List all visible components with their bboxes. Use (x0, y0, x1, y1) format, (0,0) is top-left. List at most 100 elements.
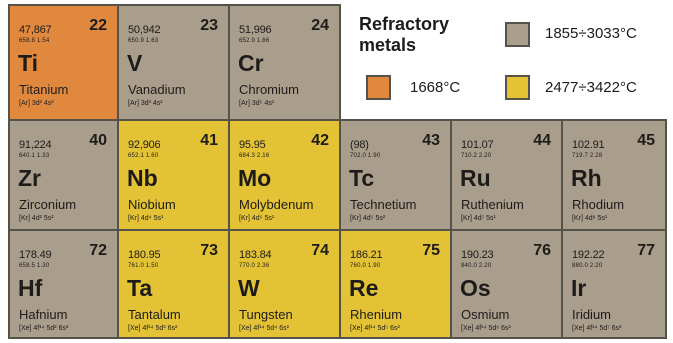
element-symbol: Ir (571, 275, 587, 301)
element-properties: 840.0 2.20 (461, 263, 492, 269)
element-properties: 770.0 2.36 (239, 263, 270, 269)
element-cell-ta: 180.95 73 761.0 1.50 Ta Tantalum [Xe] 4f… (117, 229, 230, 339)
atomic-mass: 91,224 (19, 139, 52, 151)
element-symbol: W (238, 275, 260, 301)
element-symbol: Ti (18, 50, 39, 76)
element-symbol: Cr (238, 50, 264, 76)
element-symbol: Mo (238, 165, 272, 191)
atomic-mass: 183.84 (239, 249, 272, 261)
element-cell-os: 190.23 76 840.0 2.20 Os Osmium [Xe] 4f¹⁴… (450, 229, 563, 339)
electron-configuration: [Xe] 4f¹⁴ 5d⁴ 6s² (239, 325, 289, 332)
element-symbol: V (127, 50, 143, 76)
element-name: Zirconium (19, 197, 77, 212)
atomic-number: 40 (89, 132, 107, 149)
element-symbol: Tc (349, 165, 375, 191)
element-cell-tc: (98) 43 702.0 1.90 Tc Technetium [Kr] 4d… (339, 119, 452, 231)
element-name: Hafnium (19, 307, 68, 322)
element-cell-re: 186.21 75 760.0 1.90 Re Rhenium [Xe] 4f¹… (339, 229, 452, 339)
element-symbol: Ta (127, 275, 153, 301)
atomic-number: 22 (89, 17, 107, 34)
atomic-number: 43 (422, 132, 440, 149)
atomic-mass: 92,906 (128, 139, 161, 151)
element-cell-cr: 51,996 24 652.9 1.66 Cr Chromium [Ar] 3d… (228, 4, 341, 121)
legend-range-gray: 1855÷3033°C (545, 25, 637, 42)
element-symbol: Os (460, 275, 491, 301)
atomic-number: 42 (311, 132, 329, 149)
electron-configuration: [Kr] 4d⁵ 5s¹ (239, 215, 275, 222)
atomic-mass: 190.23 (461, 249, 494, 261)
electron-configuration: [Kr] 4d⁴ 5s¹ (128, 215, 164, 222)
element-cell-mo: 95.95 42 684.3 2.16 Mo Molybdenum [Kr] 4… (228, 119, 341, 231)
element-properties: 684.3 2.16 (239, 153, 270, 159)
atomic-number: 74 (311, 242, 329, 259)
element-properties: 652.9 1.66 (239, 38, 270, 44)
electron-configuration: [Ar] 3d⁵ 4s¹ (239, 100, 275, 107)
electron-configuration: [Kr] 4d⁷ 5s¹ (461, 215, 496, 222)
legend-swatch-orange (366, 75, 391, 100)
atomic-mass: 178.49 (19, 249, 52, 261)
element-cell-nb: 92,906 41 652.1 1.60 Nb Niobium [Kr] 4d⁴… (117, 119, 230, 231)
element-cell-w: 183.84 74 770.0 2.36 W Tungsten [Xe] 4f¹… (228, 229, 341, 339)
element-properties: 650.9 1.63 (128, 38, 159, 44)
element-cell-ru: 101.07 44 710.2 2.20 Ru Ruthenium [Kr] 4… (450, 119, 563, 231)
element-properties: 710.2 2.20 (461, 153, 492, 159)
legend-range-orange: 1668°C (410, 79, 461, 96)
element-properties: 760.0 1.90 (350, 263, 381, 269)
element-name: Titanium (19, 82, 69, 97)
electron-configuration: [Ar] 3d³ 4s² (128, 100, 163, 107)
element-properties: 652.1 1.60 (128, 153, 159, 159)
legend-title: Refractory metals (359, 14, 489, 56)
atomic-number: 41 (200, 132, 218, 149)
legend-swatch-gray (505, 22, 530, 47)
element-name: Rhenium (350, 307, 403, 322)
electron-configuration: [Xe] 4f¹⁴ 5d⁵ 6s² (350, 325, 400, 332)
electron-configuration: [Xe] 4f¹⁴ 5d³ 6s² (128, 325, 178, 332)
atomic-mass: 51,996 (239, 24, 272, 36)
atomic-mass: 50,942 (128, 24, 161, 36)
atomic-mass: 180.95 (128, 249, 161, 261)
element-name: Osmium (461, 307, 510, 322)
element-cell-v: 50,942 23 650.9 1.63 V Vanadium [Ar] 3d³… (117, 4, 230, 121)
element-symbol: Ru (460, 165, 491, 191)
atomic-mass: (98) (350, 139, 369, 151)
element-name: Molybdenum (239, 197, 314, 212)
atomic-number: 75 (422, 242, 440, 259)
element-symbol: Re (349, 275, 379, 301)
legend-title-line: Refractory (359, 14, 450, 34)
atomic-mass: 192.22 (572, 249, 605, 261)
element-properties: 702.0 1.90 (350, 153, 381, 159)
element-symbol: Rh (571, 165, 602, 191)
element-name: Tantalum (128, 307, 181, 322)
electron-configuration: [Kr] 4d⁸ 5s¹ (572, 215, 608, 222)
element-name: Niobium (128, 197, 176, 212)
element-symbol: Nb (127, 165, 158, 191)
element-cell-rh: 102.91 45 719.7 2.28 Rh Rhodium [Kr] 4d⁸… (561, 119, 667, 231)
electron-configuration: [Xe] 4f¹⁴ 5d⁶ 6s² (461, 325, 511, 332)
element-properties: 658.5 1.30 (19, 263, 50, 269)
legend-title-line: metals (359, 35, 417, 55)
element-name: Technetium (350, 197, 417, 212)
legend-swatch-yellow (505, 75, 530, 100)
atomic-number: 77 (637, 242, 655, 259)
atomic-number: 24 (311, 17, 329, 34)
element-symbol: Hf (18, 275, 43, 301)
atomic-mass: 101.07 (461, 139, 494, 151)
atomic-number: 73 (200, 242, 218, 259)
atomic-number: 23 (200, 17, 218, 34)
electron-configuration: [Xe] 4f¹⁴ 5d⁷ 6s² (572, 325, 622, 332)
electron-configuration: [Kr] 4d² 5s² (19, 215, 54, 222)
element-name: Chromium (239, 82, 299, 97)
legend-range-yellow: 2477÷3422°C (545, 79, 637, 96)
atomic-number: 72 (89, 242, 107, 259)
element-cell-ir: 192.22 77 880.0 2.20 Ir Iridium [Xe] 4f¹… (561, 229, 667, 339)
electron-configuration: [Kr] 4d⁵ 5s² (350, 215, 386, 222)
element-cell-ti: 47,867 22 658.8 1.54 Ti Titanium [Ar] 3d… (8, 4, 119, 121)
electron-configuration: [Xe] 4f¹⁴ 5d² 6s² (19, 325, 69, 332)
element-cell-hf: 178.49 72 658.5 1.30 Hf Hafnium [Xe] 4f¹… (8, 229, 119, 339)
element-name: Rhodium (572, 197, 625, 212)
atomic-number: 45 (637, 132, 655, 149)
element-symbol: Zr (18, 165, 41, 191)
atomic-number: 44 (533, 132, 551, 149)
atomic-mass: 47,867 (19, 24, 52, 36)
